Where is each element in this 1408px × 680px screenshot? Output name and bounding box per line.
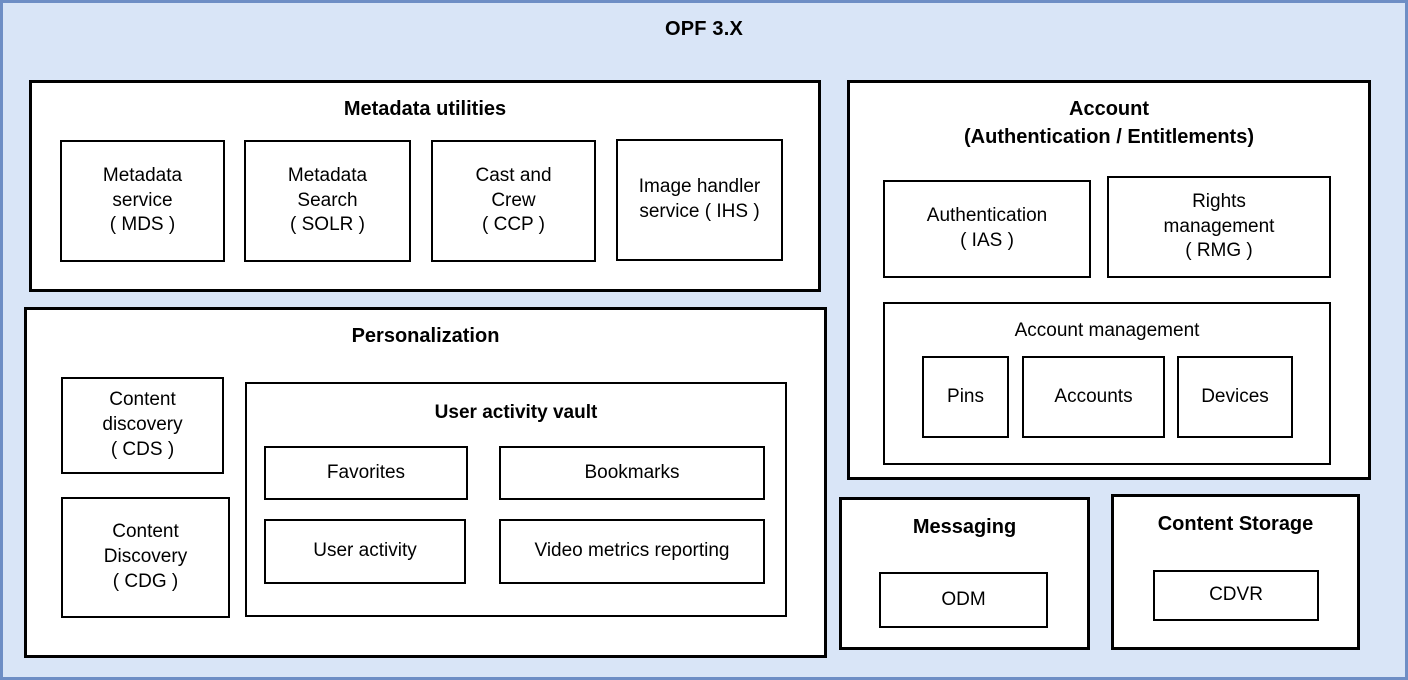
user-activity-box[interactable]: User activity	[264, 519, 466, 584]
cdvr-label: CDVR	[1209, 584, 1263, 606]
mds-line-3: ( MDS )	[109, 214, 176, 236]
pins-box[interactable]: Pins	[922, 356, 1009, 438]
cdg-line-2: Discovery	[103, 546, 188, 568]
cast-and-crew-ccp-box[interactable]: Cast and Crew ( CCP )	[431, 140, 596, 262]
cds-line-3: ( CDS )	[110, 438, 175, 460]
content-storage-title: Content Storage	[1157, 513, 1314, 535]
ccp-line-3: ( CCP )	[482, 214, 545, 236]
mds-line-1: Metadata	[102, 164, 183, 186]
pins-label: Pins	[947, 385, 984, 407]
ihs-line-2: service ( IHS )	[639, 201, 760, 222]
user-activity-vault-title: User activity vault	[434, 402, 598, 423]
content-discovery-cds-box[interactable]: Content discovery ( CDS )	[61, 377, 224, 474]
ihs-line-1: Image handler	[638, 176, 761, 198]
ccp-line-2: Crew	[491, 189, 536, 211]
cds-line-1: Content	[109, 389, 176, 411]
accounts-box[interactable]: Accounts	[1022, 356, 1165, 438]
ias-line-1: Authentication	[926, 205, 1048, 227]
cdvr-box[interactable]: CDVR	[1153, 570, 1319, 621]
solr-line-1: Metadata	[287, 164, 368, 186]
account-management-title: Account management	[1014, 320, 1200, 341]
video-metrics-reporting-box[interactable]: Video metrics reporting	[499, 519, 765, 584]
odm-label: ODM	[941, 588, 986, 610]
rmg-line-3: ( RMG )	[1185, 240, 1253, 262]
rmg-line-1: Rights	[1192, 190, 1246, 212]
devices-label: Devices	[1201, 385, 1269, 407]
bookmarks-box[interactable]: Bookmarks	[499, 446, 765, 500]
rmg-line-2: management	[1163, 215, 1275, 237]
content-discovery-cdg-box[interactable]: Content Discovery ( CDG )	[61, 497, 230, 618]
account-title-line-1: Account	[1069, 98, 1149, 120]
cdg-line-3: ( CDG )	[112, 570, 179, 592]
user-activity-label: User activity	[313, 540, 417, 562]
metadata-service-mds-box[interactable]: Metadata service ( MDS )	[60, 140, 225, 262]
cdg-line-1: Content	[112, 521, 179, 543]
solr-line-2: Search	[297, 189, 358, 211]
image-handler-service-ihs-box[interactable]: Image handler service ( IHS )	[616, 139, 783, 261]
video-metrics-reporting-label: Video metrics reporting	[534, 540, 730, 562]
personalization-title: Personalization	[351, 325, 500, 347]
cds-line-2: discovery	[102, 414, 183, 436]
bookmarks-label: Bookmarks	[584, 461, 680, 483]
authentication-ias-box[interactable]: Authentication ( IAS )	[883, 180, 1091, 278]
odm-box[interactable]: ODM	[879, 572, 1048, 628]
ias-line-2: ( IAS )	[960, 230, 1014, 251]
favorites-box[interactable]: Favorites	[264, 446, 468, 500]
account-title-line-2: (Authentication / Entitlements)	[964, 126, 1254, 148]
rights-management-rmg-box[interactable]: Rights management ( RMG )	[1107, 176, 1331, 278]
messaging-title: Messaging	[912, 516, 1017, 538]
mds-line-2: service	[112, 189, 173, 211]
metadata-search-solr-box[interactable]: Metadata Search ( SOLR )	[244, 140, 411, 262]
accounts-label: Accounts	[1054, 385, 1133, 407]
opf-title: OPF 3.X	[664, 18, 744, 40]
metadata-utilities-title: Metadata utilities	[343, 98, 507, 120]
devices-box[interactable]: Devices	[1177, 356, 1293, 438]
favorites-label: Favorites	[326, 461, 406, 483]
ccp-line-1: Cast and	[475, 164, 552, 186]
solr-line-3: ( SOLR )	[290, 214, 365, 236]
